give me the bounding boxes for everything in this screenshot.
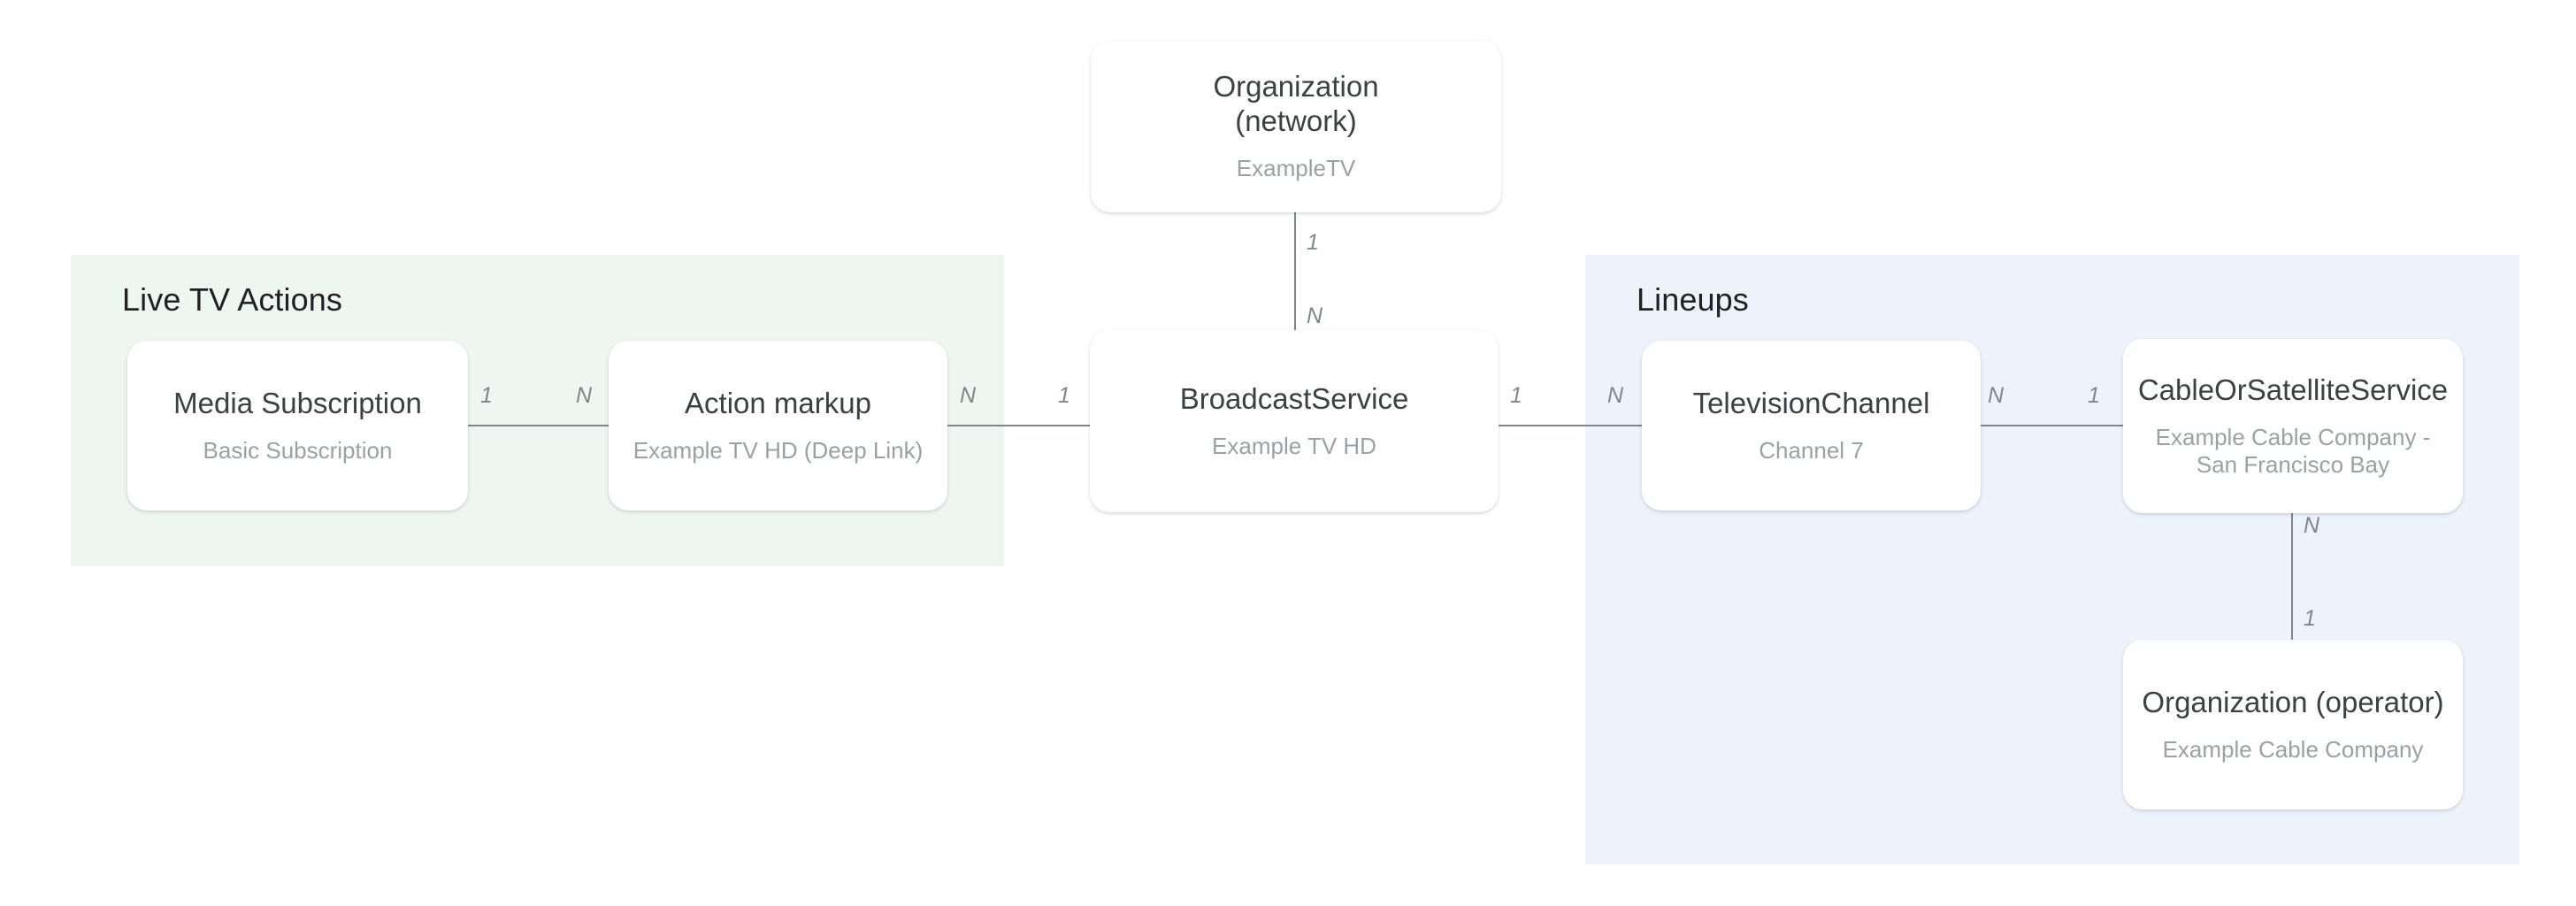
node-subtitle-cable-or-satellite-service: Example Cable Company - San Francisco Ba… bbox=[2155, 423, 2431, 478]
node-subtitle-action-markup: Example TV HD (Deep Link) bbox=[632, 436, 924, 464]
edge-cardinality-television-channel-source-right: N bbox=[1988, 383, 2005, 408]
node-broadcast-service[interactable]: BroadcastService Example TV HD bbox=[1090, 330, 1499, 512]
edge-media-subscription-to-action-markup bbox=[467, 425, 609, 426]
edge-organization-network-to-broadcast-service bbox=[1294, 211, 1296, 340]
node-organization-network[interactable]: Organization (network) ExampleTV bbox=[1091, 41, 1501, 212]
node-subtitle-media-subscription: Basic Subscription bbox=[203, 436, 393, 464]
edge-cardinality-cable-or-satellite-service-target-left: 1 bbox=[2088, 383, 2100, 408]
node-subtitle-organization-operator: Example Cable Company bbox=[2162, 735, 2424, 763]
group-panel-title-live-tv-actions: Live TV Actions bbox=[122, 281, 342, 318]
node-subtitle-broadcast-service: Example TV HD bbox=[1212, 432, 1376, 459]
edge-cardinality-broadcast-service-target-left: 1 bbox=[1058, 383, 1070, 408]
node-subtitle-television-channel: Channel 7 bbox=[1759, 436, 1864, 464]
node-cable-or-satellite-service[interactable]: CableOrSatelliteService Example Cable Co… bbox=[2123, 339, 2463, 513]
node-organization-operator[interactable]: Organization (operator) Example Cable Co… bbox=[2123, 640, 2463, 810]
edge-action-markup-to-broadcast-service bbox=[947, 425, 1090, 426]
edge-cardinality-media-subscription-source: 1 bbox=[480, 383, 493, 408]
node-title-cable-or-satellite-service: CableOrSatelliteService bbox=[2137, 372, 2449, 406]
node-title-media-subscription: Media Subscription bbox=[173, 386, 422, 419]
edge-cable-or-satellite-service-to-organization-operator bbox=[2291, 511, 2293, 642]
node-title-television-channel: TelevisionChannel bbox=[1692, 386, 1930, 419]
edge-cardinality-action-markup-target-left: N bbox=[576, 383, 593, 408]
node-television-channel[interactable]: TelevisionChannel Channel 7 bbox=[1642, 341, 1981, 511]
node-title-action-markup: Action markup bbox=[685, 386, 871, 419]
node-title-broadcast-service: BroadcastService bbox=[1179, 381, 1409, 415]
node-title-organization-network: Organization (network) bbox=[1213, 70, 1379, 138]
edge-broadcast-service-to-television-channel bbox=[1497, 425, 1643, 426]
edge-cardinality-organization-network-source: 1 bbox=[1307, 230, 1319, 255]
node-media-subscription[interactable]: Media Subscription Basic Subscription bbox=[127, 341, 468, 511]
edge-television-channel-to-cable-or-satellite-service bbox=[1974, 425, 2123, 426]
edge-cardinality-broadcast-service-target-top: N bbox=[1307, 303, 1323, 328]
group-panel-title-lineups: Lineups bbox=[1637, 281, 1749, 318]
edge-cardinality-action-markup-source-right: N bbox=[960, 383, 977, 408]
edge-cardinality-organization-operator-target-top: 1 bbox=[2304, 606, 2316, 631]
node-subtitle-organization-network: ExampleTV bbox=[1236, 155, 1356, 182]
node-action-markup[interactable]: Action markup Example TV HD (Deep Link) bbox=[609, 341, 947, 511]
edge-cardinality-cable-or-satellite-service-source-bottom: N bbox=[2304, 513, 2320, 538]
edge-cardinality-television-channel-target-left: N bbox=[1607, 383, 1624, 408]
node-title-organization-operator: Organization (operator) bbox=[2142, 685, 2444, 718]
edge-cardinality-broadcast-service-source-right: 1 bbox=[1510, 383, 1522, 408]
